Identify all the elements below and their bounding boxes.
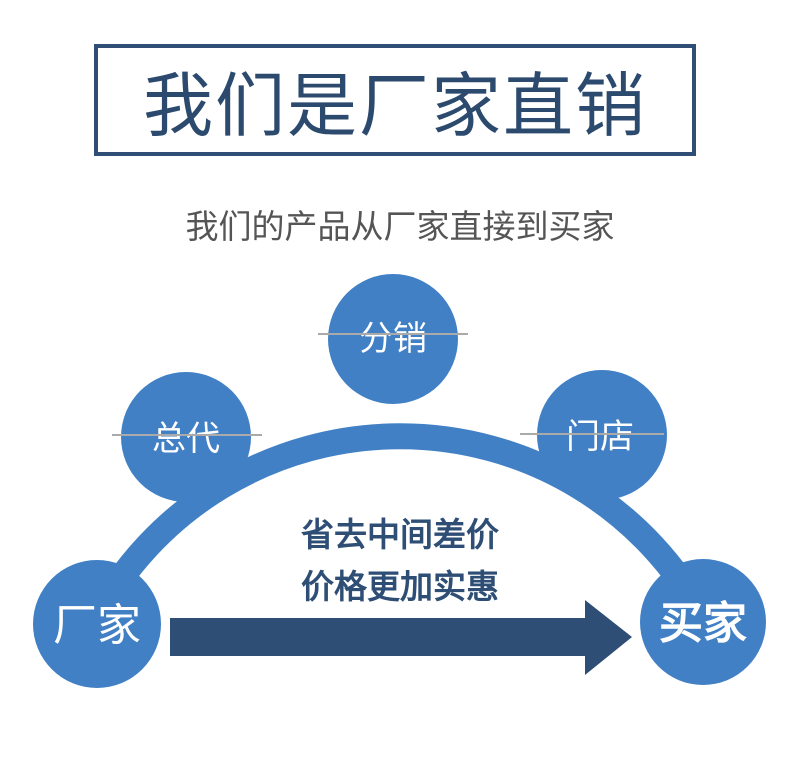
node-factory <box>33 560 161 688</box>
label-store: 门店 <box>566 417 634 457</box>
node-buyer <box>640 559 766 685</box>
node-distributor <box>328 274 458 404</box>
label-agent: 总代 <box>152 419 220 459</box>
middle-line-2: 价格更加实惠 <box>301 567 499 606</box>
label-distributor: 分销 <box>359 319 427 359</box>
chain-arc <box>83 423 717 627</box>
title-box: 我们是厂家直销 <box>94 44 696 156</box>
subtitle: 我们的产品从厂家直接到买家 <box>185 207 615 246</box>
arrow <box>170 600 632 675</box>
middle-line-1: 省去中间差价 <box>301 515 499 554</box>
page-title: 我们是厂家直销 <box>143 64 647 147</box>
label-buyer: 买家 <box>659 598 747 649</box>
node-agent <box>121 372 251 502</box>
label-factory: 厂家 <box>53 600 141 651</box>
